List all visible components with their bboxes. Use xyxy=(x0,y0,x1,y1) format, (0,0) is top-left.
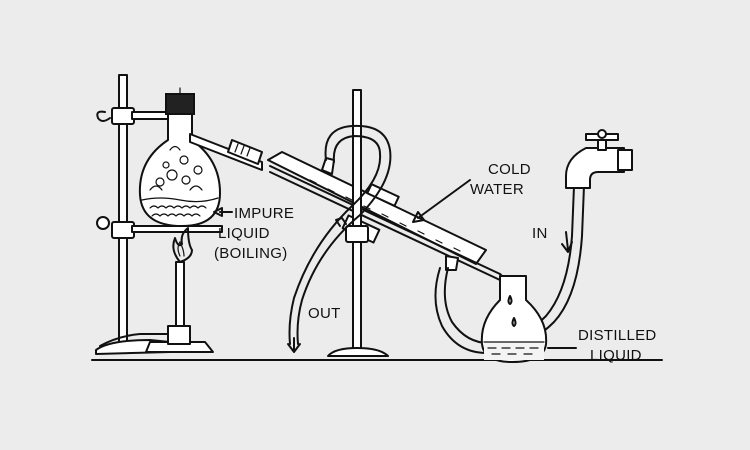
support-ring xyxy=(131,225,223,233)
liquid-surface xyxy=(141,197,219,203)
upper-clamp-arm xyxy=(131,111,169,120)
outflow-hose-outer xyxy=(296,124,392,345)
boiling-bubbles xyxy=(149,145,207,217)
distilled-label-line1: DISTILLED xyxy=(578,327,657,344)
distilled-liquid-fill xyxy=(484,342,544,360)
impure-leader-arrow xyxy=(213,207,223,217)
water-tap xyxy=(565,129,633,189)
cold-water-leader xyxy=(417,179,471,219)
inner-tube-bottom xyxy=(269,171,501,281)
middle-stand-base xyxy=(327,347,389,357)
outflow-hose-inner xyxy=(288,135,382,345)
in-label: IN xyxy=(532,225,548,242)
cold-water-label-line2: WATER xyxy=(470,181,524,198)
out-label: OUT xyxy=(308,305,341,322)
tap-handle-knob xyxy=(597,129,607,139)
upper-clamp-boss xyxy=(111,107,135,125)
burner-base xyxy=(145,341,214,353)
condenser-bottom-nozzle xyxy=(445,255,459,271)
ring-clamp-screw xyxy=(96,216,110,230)
in-arrow xyxy=(561,231,573,253)
inlet-joint xyxy=(227,139,263,165)
gas-hose xyxy=(99,333,169,347)
inlet-joint-hatch xyxy=(234,143,251,157)
upper-clamp-screw xyxy=(96,110,111,122)
middle-clamp-boss xyxy=(345,225,369,243)
distillation-flask xyxy=(138,87,263,227)
tap-wall-fitting xyxy=(617,149,633,171)
receiving-flask xyxy=(480,275,548,363)
bunsen-burner xyxy=(99,227,214,353)
tap-body xyxy=(565,147,625,189)
distilled-liquid-lines xyxy=(483,341,545,355)
inner-tube-top xyxy=(269,165,501,275)
condenser-jacket xyxy=(267,151,487,265)
cold-water-leader-arrow xyxy=(412,211,425,223)
out-arrow xyxy=(287,337,301,353)
condenser-top-nozzle xyxy=(321,157,335,175)
burner-tube xyxy=(175,261,185,329)
distilled-label-line2: LIQUID xyxy=(590,347,642,364)
burner-collar xyxy=(167,325,191,345)
upper-condenser-clamp xyxy=(366,183,400,207)
falling-drops xyxy=(507,295,517,327)
impure-label-line2: LIQUID xyxy=(218,225,270,242)
flame xyxy=(172,227,193,263)
flask-stopper xyxy=(165,93,195,115)
flask-body xyxy=(138,111,221,227)
inner-flame xyxy=(177,240,185,257)
cold-water-label-line1: COLD xyxy=(488,161,531,178)
impure-label-line1: IMPURE xyxy=(234,205,294,222)
ring-clamp-boss xyxy=(111,221,135,239)
impure-label-line3: (BOILING) xyxy=(214,245,288,262)
